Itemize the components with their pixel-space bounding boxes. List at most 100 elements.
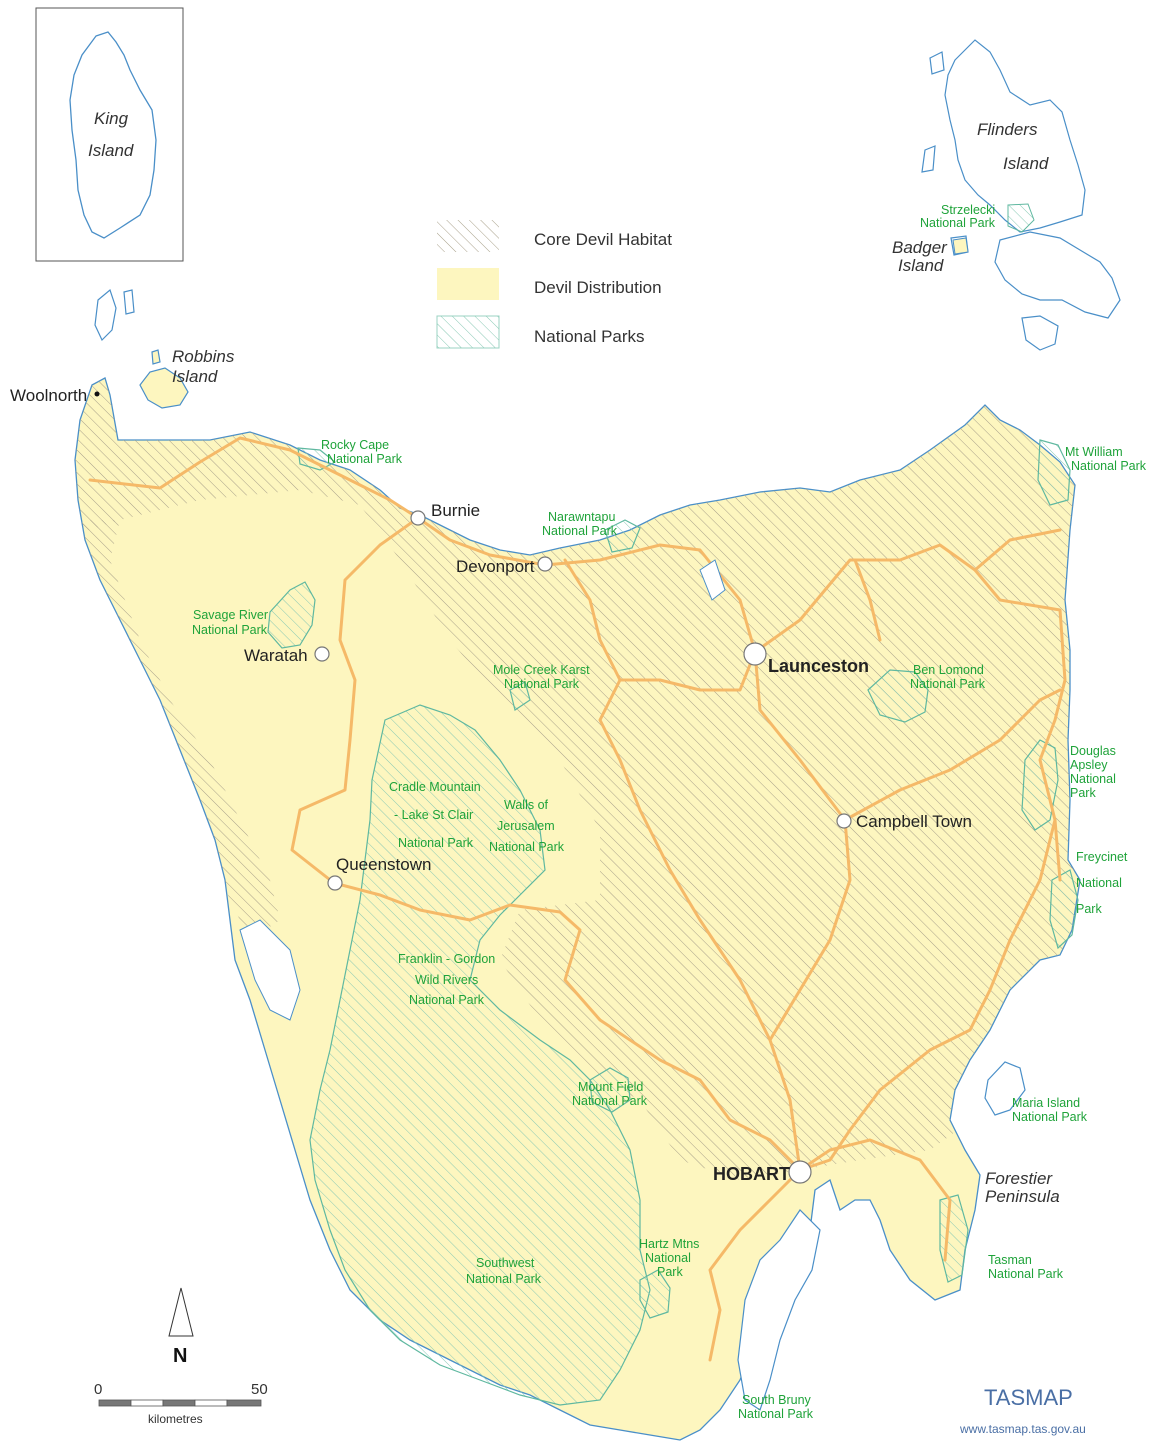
forestier-peninsula-label-2: Peninsula [985,1187,1060,1206]
tasman-park [939,1194,969,1283]
strzelecki-park-label-1: Strzelecki [941,203,995,217]
park-douglas-1: Douglas [1070,744,1116,758]
king-island-coast [69,31,157,239]
park-labels: Rocky Cape National Park Narawntapu Nati… [192,438,1147,1421]
robbins-island-label-2: Island [172,367,218,386]
national-park-areas [267,439,1079,1406]
legend-label-core-habitat: Core Devil Habitat [534,230,672,249]
park-narawntapu-2: National Park [542,524,618,538]
maria-island-shape [984,1061,1026,1116]
king-island-label-2: Island [88,141,134,160]
rocky-cape-park [297,447,337,471]
flinders-island-coast [944,39,1086,233]
park-rocky-cape-2: National Park [327,452,403,466]
park-mount-field-1: Mount Field [578,1080,643,1094]
forestier-peninsula-label-1: Forestier [985,1169,1053,1188]
mount-field-park [589,1067,631,1113]
park-franklin-1: Franklin - Gordon [398,952,495,966]
park-mount-field-2: National Park [572,1094,648,1108]
park-mt-william-1: Mt William [1065,445,1123,459]
mt-william-park [1037,439,1071,506]
legend-swatch-core-habitat [437,220,499,252]
city-markers [314,510,852,1184]
scale-bar: 0 50 kilometres [94,1381,268,1426]
park-rocky-cape-1: Rocky Cape [321,438,389,452]
devonport-marker [537,556,553,572]
park-douglas-4: Park [1070,786,1096,800]
robbins-island-shape [139,367,189,409]
ben-lomond-park [867,669,929,723]
city-woolnorth: Woolnorth [10,386,87,405]
park-narawntapu-1: Narawntapu [548,510,615,524]
flinders-island-label-2: Island [1003,154,1049,173]
scale-start-label: 0 [94,1381,102,1398]
campbell-town-marker [836,813,852,829]
city-burnie: Burnie [431,501,480,520]
legend-label-distribution: Devil Distribution [534,278,662,297]
badger-island-label-2: Island [898,256,944,275]
park-walls-3: National Park [489,840,565,854]
park-cradle-1: Cradle Mountain [389,780,481,794]
tasmap-url: www.tasmap.tas.gov.au [959,1422,1086,1436]
douglas-apsley-park [1021,739,1059,831]
legend-label-national-parks: National Parks [534,327,645,346]
king-island-label-1: King [94,109,129,128]
roads [88,436,1067,1362]
launceston-marker [743,642,767,666]
bruny-island-shape [737,1209,821,1411]
park-ben-lomond-1: Ben Lomond [913,663,984,677]
park-walls-2: Jerusalem [497,819,555,833]
park-walls-1: Walls of [504,798,549,812]
burnie-marker [410,510,426,526]
mole-creek-park [509,681,531,711]
park-maria-1: Maria Island [1012,1096,1080,1110]
city-devonport: Devonport [456,557,535,576]
park-mole-creek-2: National Park [504,677,580,691]
scale-end-label: 50 [251,1381,268,1398]
tasmap-brand: TASMAP www.tasmap.tas.gov.au [959,1385,1086,1436]
waratah-marker [314,646,330,662]
park-freycinet-3: Park [1076,902,1102,916]
north-arrow-icon [168,1287,194,1337]
park-tasman-1: Tasman [988,1253,1032,1267]
city-waratah: Waratah [244,646,308,665]
park-franklin-3: National Park [409,993,485,1007]
park-south-bruny-1: South Bruny [742,1393,812,1407]
park-freycinet-2: National [1076,876,1122,890]
freycinet-park [1049,869,1079,950]
tasmap-logo: TASMAP [984,1385,1073,1410]
park-maria-2: National Park [1012,1110,1088,1124]
north-label: N [173,1345,187,1367]
park-tasman-2: National Park [988,1267,1064,1281]
park-ben-lomond-2: National Park [910,677,986,691]
park-southwest-1: Southwest [476,1256,535,1270]
park-freycinet-1: Freycinet [1076,850,1128,864]
hartz-park [639,1269,671,1319]
legend: Core Devil Habitat Devil Distribution Na… [436,220,672,349]
park-south-bruny-2: National Park [738,1407,814,1421]
strzelecki-park-area [1007,203,1035,233]
city-launceston: Launceston [768,656,869,676]
park-cradle-2: - Lake St Clair [394,808,473,822]
flinders-island-label-1: Flinders [977,120,1038,139]
queenstown-marker [327,875,343,891]
park-mole-creek-1: Mole Creek Karst [493,663,590,677]
legend-swatch-distribution [437,268,499,300]
robbins-island-label-1: Robbins [172,347,235,366]
narawntapu-park [604,519,641,553]
city-queenstown: Queenstown [336,855,431,874]
park-mt-william-2: National Park [1071,459,1147,473]
badger-island-shape [952,237,969,255]
park-savage-river-1: Savage River [193,608,268,622]
park-southwest-2: National Park [466,1272,542,1286]
badger-island-label-1: Badger [892,238,948,257]
woolnorth-marker [94,391,100,397]
hobart-marker [788,1160,812,1184]
cradle-walls-franklin-southwest-park [309,704,651,1406]
park-douglas-2: Apsley [1070,758,1108,772]
city-campbell-town: Campbell Town [856,812,972,831]
city-hobart: HOBART [713,1164,790,1184]
park-savage-river-2: National Park [192,623,268,637]
park-hartz-3: Park [657,1265,683,1279]
